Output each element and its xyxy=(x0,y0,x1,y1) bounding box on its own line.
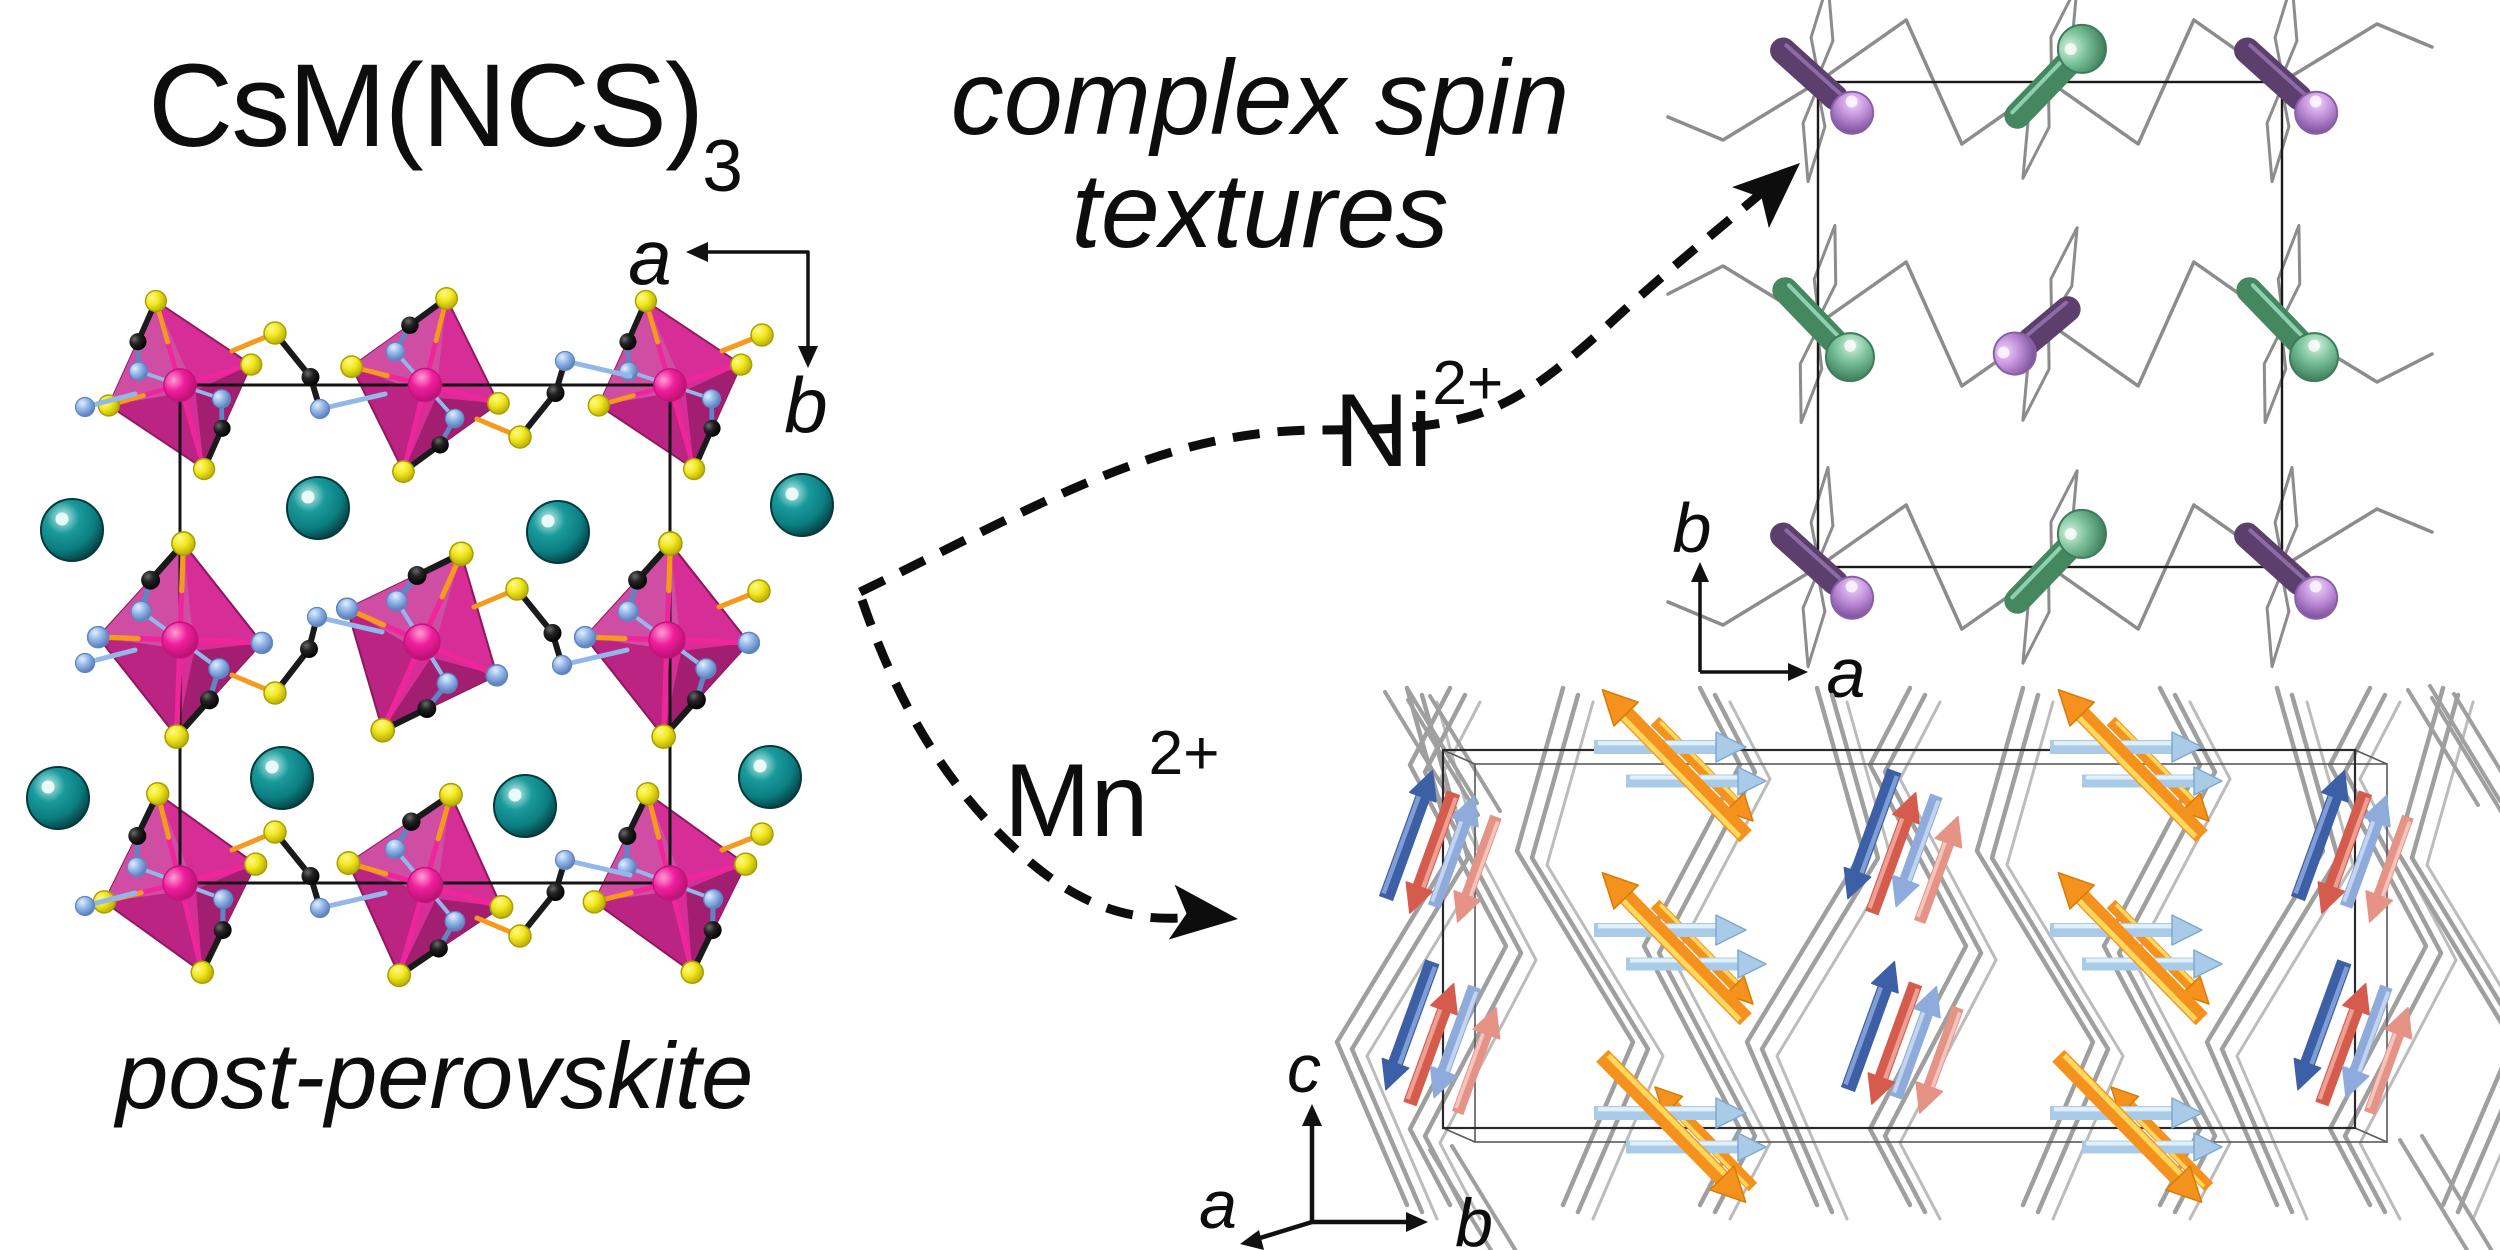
spin-arrow xyxy=(2315,983,2370,1107)
mn-ion-label: Mn2+ xyxy=(1004,719,1220,861)
compound-formula: CsM(NCS)3 xyxy=(148,38,743,207)
spin-arrow xyxy=(1596,1049,1747,1203)
spin-arrow xyxy=(2339,794,2391,909)
green-spin xyxy=(2236,277,2339,383)
octahedra-atoms xyxy=(86,287,761,988)
spin-arrow xyxy=(1429,984,1481,1099)
mn-spin-structure xyxy=(1334,684,2500,1250)
mn-axis-b-label: b xyxy=(1455,1185,1493,1250)
ligand-wing-pair xyxy=(2262,223,2302,425)
spin-arrow xyxy=(2365,814,2414,923)
spin-arrow xyxy=(2341,984,2393,1099)
octahedron-atoms xyxy=(336,782,514,988)
spin-arrow xyxy=(1865,792,1920,916)
spin-arrow xyxy=(1405,790,1461,914)
spin-arrow xyxy=(1889,985,1941,1100)
spin-arrow xyxy=(1381,959,1440,1091)
green-spin xyxy=(2004,23,2107,129)
formula-main: CsM(NCS) xyxy=(148,40,704,172)
mn-unit-cell-box xyxy=(1441,748,2388,1143)
ni-charge: 2+ xyxy=(1432,349,1504,419)
mn-axis-c-label: c xyxy=(1287,1031,1321,1107)
ni-axis-b-label: b xyxy=(1673,489,1712,567)
spin-arrow xyxy=(1915,1005,1964,1114)
purple-spin xyxy=(1992,296,2081,376)
spin-arrow xyxy=(1378,770,1437,902)
spin-arrow xyxy=(1867,981,1923,1105)
octahedron-atoms xyxy=(573,531,761,749)
octahedron-atoms xyxy=(340,287,510,483)
headline-line2: textures xyxy=(1071,152,1449,271)
ligand-wing-pair xyxy=(2265,465,2299,669)
spin-arrow xyxy=(2057,872,2208,1026)
spin-arrow xyxy=(2057,689,2208,843)
mn-wire-chains xyxy=(1334,684,2500,1250)
mn-cycloid-clusters xyxy=(1594,689,2223,1203)
spin-arrow xyxy=(1601,689,1752,843)
spin-arrow xyxy=(2052,1049,2203,1203)
ni-spin-structure xyxy=(1666,0,2434,669)
purple-spin xyxy=(1770,522,1875,620)
purple-spin xyxy=(2234,522,2339,620)
spin-arrow xyxy=(1843,768,1902,900)
branch-arrows xyxy=(857,163,1800,940)
octahedron-atoms xyxy=(92,781,268,985)
ligand-wing-pair xyxy=(1798,223,1838,425)
ligand-wing-pair xyxy=(1801,0,1835,184)
cesium-atoms xyxy=(26,473,834,838)
ligand-wing-pair xyxy=(2265,0,2299,184)
spin-arrow xyxy=(1403,983,1458,1107)
spin-arrow xyxy=(1891,793,1943,908)
formula-subscript: 3 xyxy=(702,125,743,208)
green-spin xyxy=(1772,277,1875,383)
spin-arrow xyxy=(1914,815,1963,924)
ni-axes: ba xyxy=(1673,489,1866,712)
octahedron-atoms xyxy=(587,289,753,481)
headline-line1: complex spin xyxy=(950,39,1570,157)
spin-arrow xyxy=(1601,872,1752,1026)
left-axis-a-label: a xyxy=(628,213,671,301)
mn-symbol: Mn xyxy=(1004,743,1149,859)
green-spin xyxy=(2004,508,2107,614)
post-perovskite-caption: post-perovskite xyxy=(116,1023,754,1128)
left-crystal-structure: ab xyxy=(26,213,834,988)
spin-arrow xyxy=(2364,1006,2413,1115)
spin-arrow xyxy=(1453,814,1502,923)
headline: complex spin textures xyxy=(890,39,1630,271)
purple-spin xyxy=(2234,37,2339,135)
spin-arrow xyxy=(2317,790,2373,914)
spin-arrow xyxy=(1650,899,1754,1005)
spin-arrow xyxy=(1840,961,1899,1093)
spin-arrow xyxy=(1427,794,1479,909)
ni-ligand-wings xyxy=(1798,0,2302,669)
mn-charge: 2+ xyxy=(1148,719,1220,789)
ni-arrowhead xyxy=(1731,163,1800,229)
ni-symbol: Ni xyxy=(1334,373,1433,489)
spin-arrow xyxy=(2290,770,2349,902)
ligand-wing-pair xyxy=(1801,465,1835,669)
mn-axes: ca b xyxy=(1199,1031,1493,1250)
mn-axis-a-label: a xyxy=(1199,1167,1237,1243)
mn-arrowhead xyxy=(1168,884,1238,940)
octahedron-atoms xyxy=(582,781,758,985)
left-axis-b-label: b xyxy=(784,361,827,449)
purple-spin xyxy=(1770,37,1875,135)
mn-afm-clusters xyxy=(1378,768,2414,1115)
ni-dashed-arrow xyxy=(858,180,1775,597)
octahedron-atoms xyxy=(335,541,509,743)
ni-spins xyxy=(1770,23,2339,620)
spin-arrow xyxy=(2293,959,2352,1091)
ni-ion-label: Ni2+ xyxy=(1334,349,1503,491)
ncs-bridges xyxy=(74,321,774,948)
octahedron-atoms xyxy=(86,531,274,749)
spin-arrow xyxy=(1452,1006,1501,1115)
left-axes: ab xyxy=(628,213,827,449)
